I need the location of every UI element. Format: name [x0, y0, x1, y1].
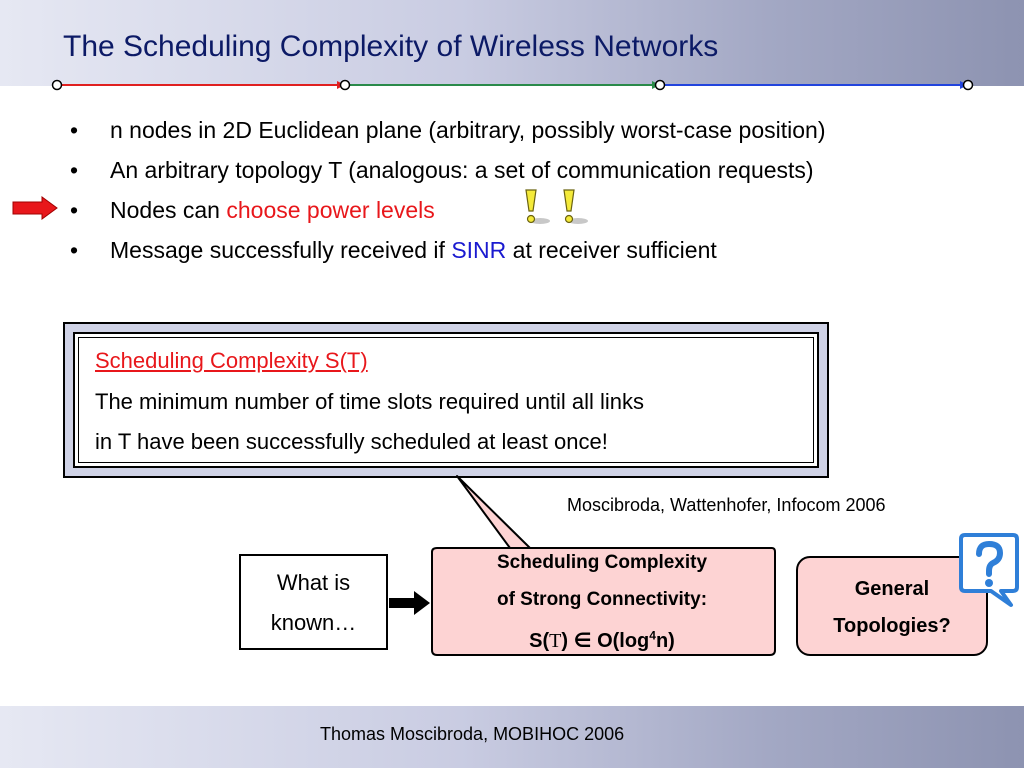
definition-inner-border [78, 337, 814, 463]
footer-text: Thomas Moscibroda, MOBIHOC 2006 [320, 724, 625, 744]
highlight-text: SINR [451, 237, 507, 263]
question-mark-icon [959, 533, 1019, 607]
title-divider [51, 79, 974, 91]
known-line: What is [276, 570, 351, 595]
bullet-prefix: Message successfully received if [110, 237, 452, 263]
red-right-arrow-icon [12, 196, 58, 220]
bullet-item: • Nodes can choose power levels [70, 193, 1010, 233]
bullet-marker: • [70, 237, 79, 263]
bullet-marker: • [70, 117, 79, 143]
bullet-item: • An arbitrary topology T (analogous: a … [70, 153, 1010, 193]
bullet-text: n nodes in 2D Euclidean plane (arbitrary… [110, 117, 826, 143]
formula-prefix: S( [529, 630, 550, 652]
bullet-item: • Message successfully received if SINR … [70, 233, 1010, 273]
general-topologies-box: General Topologies? [796, 556, 988, 656]
definition-panel: Scheduling Complexity S(T) The minimum n… [73, 332, 819, 468]
bullet-list: • n nodes in 2D Euclidean plane (arbitra… [70, 113, 1010, 273]
bullet-suffix: at receiver sufficient [506, 237, 717, 263]
definition-text-line: in T have been successfully scheduled at… [95, 429, 608, 454]
bullet-text: Message successfully received if SINR at… [110, 233, 717, 267]
general-line: General [854, 578, 930, 600]
definition-box: Scheduling Complexity S(T) The minimum n… [63, 322, 829, 478]
thick-right-arrow-icon [389, 591, 430, 615]
formula-symbol: T [549, 630, 562, 652]
footer-bar: Thomas Moscibroda, MOBIHOC 2006 [0, 706, 1024, 768]
bullet-item: • n nodes in 2D Euclidean plane (arbitra… [70, 113, 1010, 153]
formula-exponent: 4 [649, 628, 656, 643]
bullet-text: Nodes can choose power levels [110, 193, 435, 227]
formula-suffix: n) [655, 630, 675, 652]
what-is-known-box: What is known… [239, 554, 388, 650]
definition-heading: Scheduling Complexity S(T) [95, 348, 368, 373]
double-exclamation-icon [525, 189, 588, 224]
slide-title: The Scheduling Complexity of Wireless Ne… [63, 30, 719, 63]
bullet-marker: • [70, 157, 79, 183]
citation: Moscibroda, Wattenhofer, Infocom 2006 [567, 495, 886, 515]
general-line: Topologies? [833, 615, 951, 637]
definition-text-line: The minimum number of time slots require… [95, 389, 644, 414]
bullet-marker: • [70, 197, 79, 223]
bullet-prefix: Nodes can [110, 197, 227, 223]
formula-mid: ) ∈ O(log [561, 630, 650, 652]
result-line: Scheduling Complexity [496, 552, 708, 573]
result-formula: S(T) ∈ O(log4n) [432, 628, 772, 653]
title-bar: The Scheduling Complexity of Wireless Ne… [0, 0, 1024, 86]
known-line: known… [270, 610, 357, 635]
bullet-text: An arbitrary topology T (analogous: a se… [110, 157, 814, 183]
result-line: of Strong Connectivity: [496, 589, 708, 610]
highlight-text: choose power levels [226, 197, 435, 223]
